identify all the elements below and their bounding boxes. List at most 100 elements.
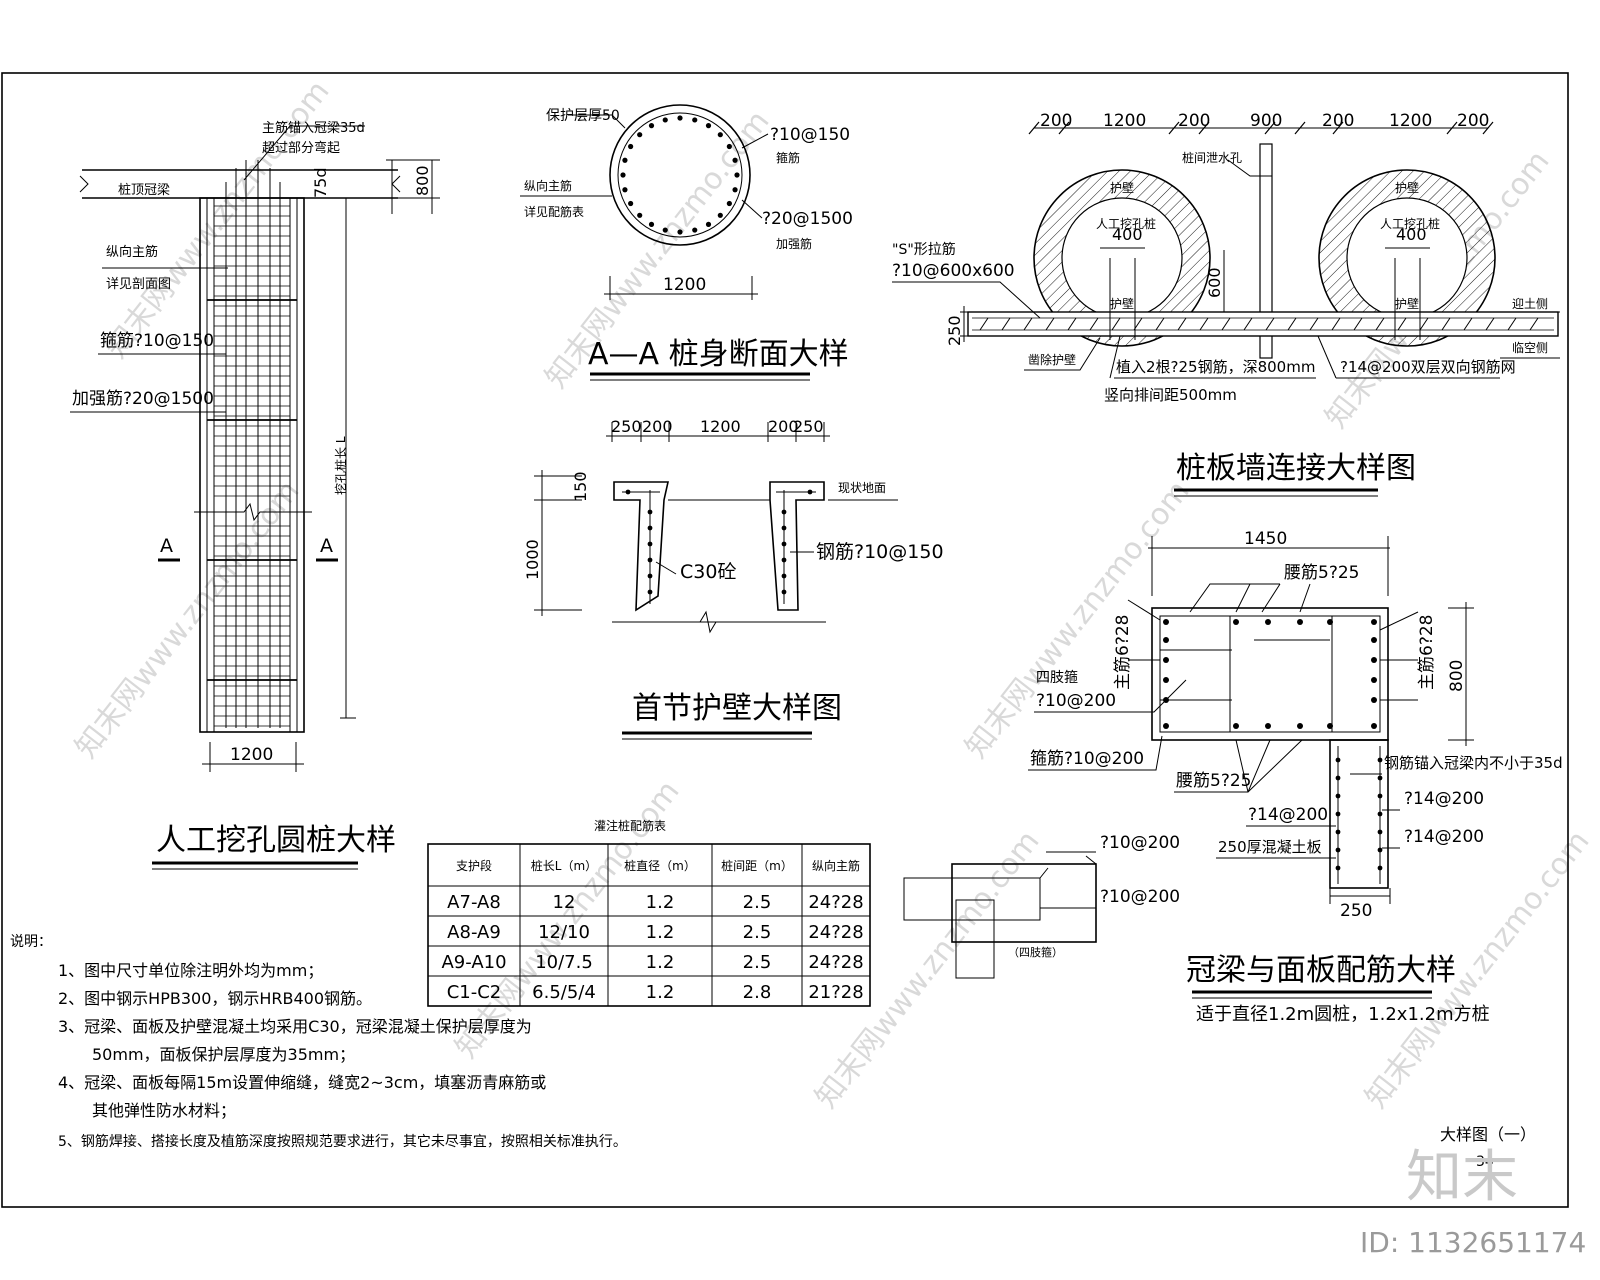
wc-d250: 250	[945, 315, 964, 346]
slab-bar	[1177, 317, 1187, 331]
rebar-dot	[622, 157, 628, 163]
rebar-dot	[1297, 619, 1303, 625]
four-leg-label: 四肢箍	[1036, 669, 1078, 686]
top-note-1: 主筋锚入冠梁35d	[262, 120, 365, 136]
panel	[1329, 739, 1389, 889]
long-bar-1: 纵向主筋	[106, 244, 158, 260]
rebar-dot	[622, 187, 628, 193]
rebar-dot	[705, 221, 712, 227]
drain-label: 桩间泄水孔	[1182, 150, 1242, 165]
waist-top: 腰筋5?25	[1284, 563, 1359, 583]
rebar-dot	[726, 143, 732, 150]
spacing-label: 竖向排间距500mm	[1104, 386, 1237, 404]
dim-tick	[1198, 121, 1210, 135]
wall-label-r2: 护壁	[1395, 296, 1419, 311]
rebar-dot	[648, 123, 655, 129]
dim-tick	[1332, 121, 1344, 135]
slab-bar	[1023, 317, 1033, 331]
cap-w1450: 1450	[1244, 529, 1287, 549]
rebar-dot	[628, 143, 634, 150]
rebar-dot	[732, 187, 738, 193]
wall-label-l: 护壁	[1110, 180, 1134, 195]
slab-bar	[1265, 317, 1275, 331]
notes-heading: 说明：	[10, 934, 52, 950]
rebar-dot	[677, 115, 683, 121]
slab-bar	[1001, 317, 1011, 331]
note-line: 其他弹性防水材料；	[92, 1101, 236, 1120]
wc-dim-3: 200	[1178, 111, 1210, 131]
wc-d600: 600	[1205, 267, 1224, 298]
rebar-dot	[732, 157, 738, 163]
cap-bars	[1163, 619, 1383, 871]
table-title: 灌注桩配筋表	[594, 818, 666, 833]
table-cell: 12	[553, 892, 576, 913]
rebar-dot	[647, 525, 653, 531]
rebar-dot	[781, 525, 787, 531]
rebar-dot	[705, 123, 712, 129]
id-text: ID: 1132651174	[1360, 1226, 1586, 1259]
rebar-dot	[628, 200, 634, 207]
rebar-dot	[637, 212, 643, 218]
rebar-dot	[637, 132, 643, 138]
slab-bar	[1375, 317, 1385, 331]
table-header: 纵向主筋	[812, 858, 860, 873]
rebar-dot	[726, 200, 732, 207]
retaining-wall: 250 200 1200 200 250 150 1000 现状地面 C30砼 …	[523, 417, 944, 740]
retaining-title: 首节护壁大样图	[632, 691, 842, 726]
table-cell: 21?28	[808, 982, 863, 1003]
sheet-title: 大样图（一）	[1440, 1125, 1536, 1144]
dim-tick	[1446, 121, 1458, 135]
stirrup-callout: 箍筋?10@150	[100, 331, 214, 351]
r14-b: ?14@200	[1404, 827, 1484, 847]
slab-bar	[1221, 317, 1231, 331]
table-cell: 2.8	[743, 982, 772, 1003]
panel-label: 250厚混凝土板	[1218, 838, 1322, 856]
cap-w250: 250	[1340, 901, 1372, 921]
table-cell: A9-A10	[441, 952, 506, 973]
stirrup-label: 箍筋?10@200	[1030, 749, 1144, 769]
rebar-dot	[1371, 723, 1377, 729]
dim-800: 800	[413, 165, 432, 196]
rebar-dot	[1265, 723, 1271, 729]
mesh-label: ?14@200双层双向钢筋网	[1340, 358, 1516, 376]
wc-dim-5: 200	[1322, 111, 1354, 131]
rebar-dot	[734, 172, 740, 178]
slab-bar	[1089, 317, 1099, 331]
slab-bar	[1111, 317, 1121, 331]
section-title: A—A 桩身断面大样	[588, 337, 849, 372]
notes: 说明： 1、图中尺寸单位除注明外均为mm； 2、图中钢示HPB300，钢示HRB…	[10, 934, 627, 1150]
rw-dim-200-r: 200	[768, 417, 799, 436]
slab-bar	[1353, 317, 1363, 331]
rw-h1000: 1000	[523, 539, 542, 580]
rebar-dot	[1327, 619, 1333, 625]
pile-width: 1200	[230, 745, 273, 765]
dim-tick	[1058, 121, 1070, 135]
rebar-label: 钢筋?10@150	[816, 541, 944, 563]
rebar-dot	[620, 172, 626, 178]
retaining-bars	[625, 489, 813, 595]
slab-bar	[1045, 317, 1055, 331]
table-cell: 6.5/5/4	[532, 982, 596, 1003]
stirrup-label: 箍筋	[776, 150, 800, 165]
wc-dim-4: 900	[1250, 111, 1282, 131]
wc-dim-1: 200	[1040, 111, 1072, 131]
cap-h800: 800	[1447, 660, 1467, 692]
rebar-dot	[677, 229, 683, 235]
wc-dim-7: 200	[1457, 111, 1489, 131]
slab-bar	[1243, 317, 1253, 331]
section-bars	[620, 115, 740, 235]
slab-rebar	[972, 317, 1554, 331]
stiffener-label: 加强筋	[776, 236, 812, 251]
rebar-dot	[1163, 677, 1169, 683]
rebar-dot	[781, 573, 787, 579]
slab-bar	[1067, 317, 1077, 331]
rw-h150: 150	[571, 471, 590, 502]
rebar-dot	[647, 557, 653, 563]
slab-bar	[1529, 317, 1539, 331]
wall-label-r: 护壁	[1395, 180, 1419, 195]
wc-dim-2: 1200	[1103, 111, 1146, 131]
wc-d400-l: 400	[1112, 225, 1143, 244]
s-bar-label-1: "S"形拉筋	[892, 241, 956, 258]
rebar-dot	[1371, 697, 1377, 703]
rw-dim-1200: 1200	[700, 417, 741, 436]
